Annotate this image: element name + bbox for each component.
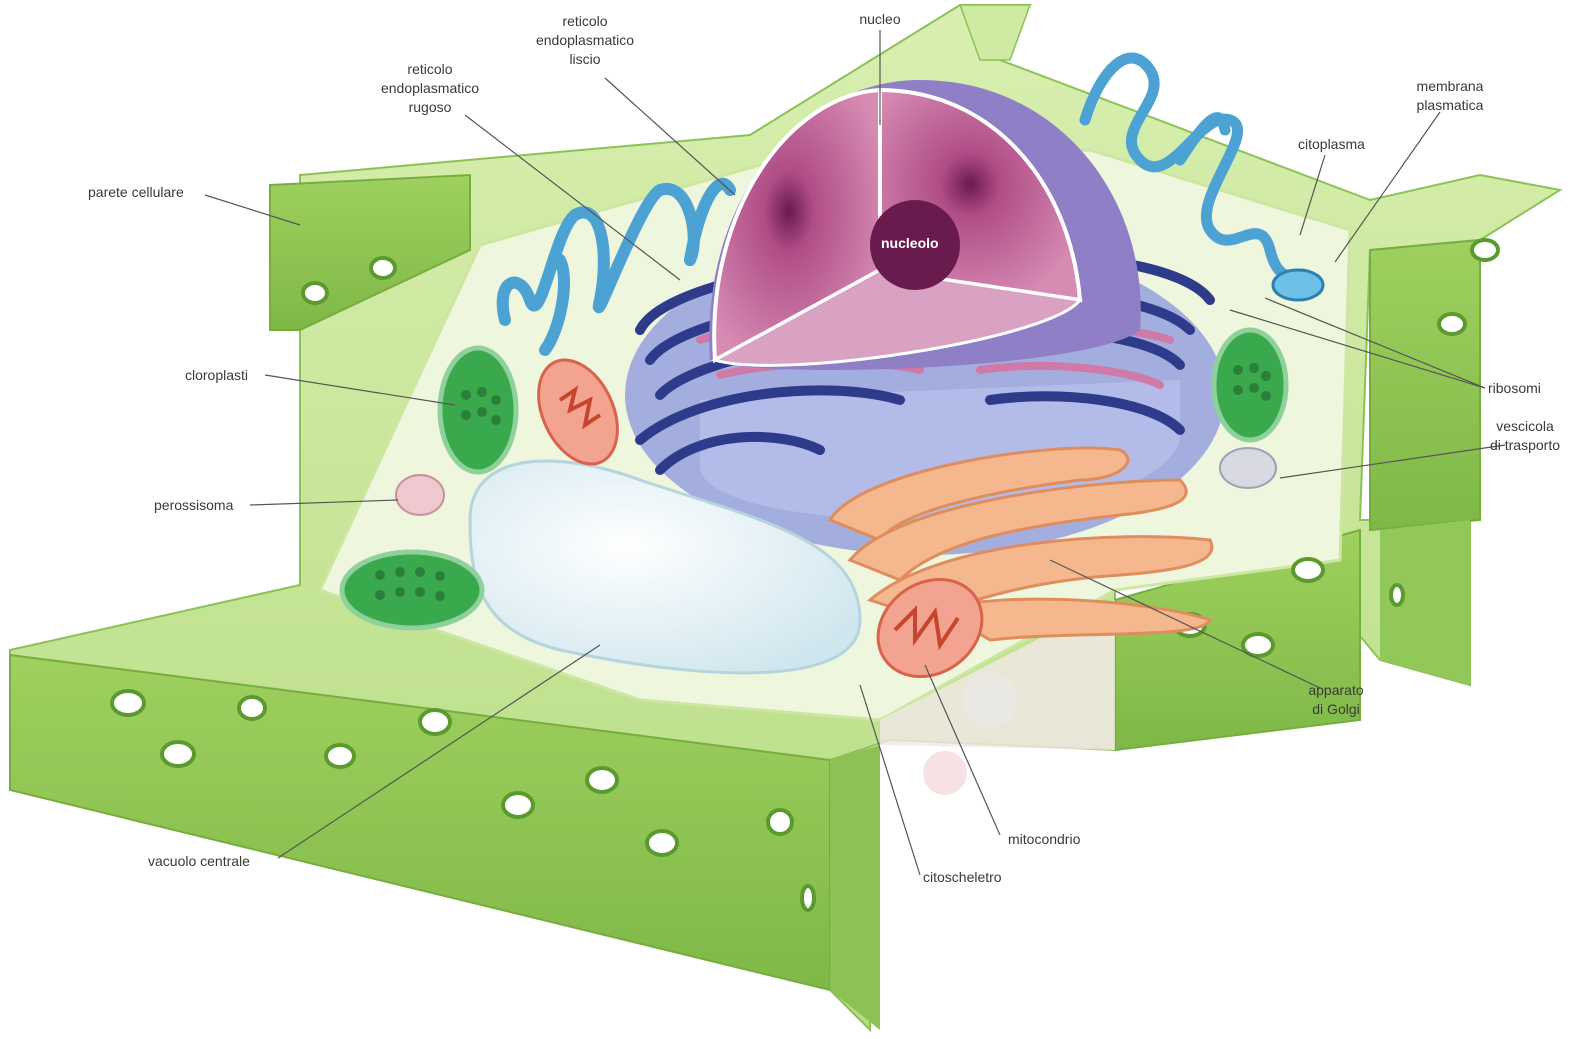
label-ribosomi: ribosomi xyxy=(1488,379,1541,398)
label-reticolo-liscio: reticolo endoplasmatico liscio xyxy=(515,12,655,69)
label-membrana-line2: plasmatica xyxy=(1395,96,1505,115)
label-citoscheletro: citoscheletro xyxy=(923,868,1002,887)
label-reticolo-rugoso-line2: endoplasmatico xyxy=(360,79,500,98)
transport-vesicle xyxy=(1220,448,1276,488)
label-reticolo-liscio-line1: reticolo xyxy=(515,12,655,31)
label-nucleo: nucleo xyxy=(845,10,915,29)
label-perossisoma: perossisoma xyxy=(154,496,233,515)
label-reticolo-liscio-line2: endoplasmatico xyxy=(515,31,655,50)
label-vescicola-line2: di trasporto xyxy=(1476,436,1574,455)
label-membrana-plasmatica: membrana plasmatica xyxy=(1395,77,1505,115)
label-mitocondrio: mitocondrio xyxy=(1008,830,1080,849)
label-citoplasma: citoplasma xyxy=(1298,135,1365,154)
label-apparato-line2: di Golgi xyxy=(1296,700,1376,719)
label-reticolo-rugoso-line3: rugoso xyxy=(360,98,500,117)
label-membrana-line1: membrana xyxy=(1395,77,1505,96)
label-parete-cellulare: parete cellulare xyxy=(88,183,184,202)
label-vacuolo-centrale: vacuolo centrale xyxy=(148,852,250,871)
label-reticolo-liscio-line3: liscio xyxy=(515,50,655,69)
label-nucleolo: nucleolo xyxy=(881,235,939,251)
peroxisome xyxy=(396,475,444,515)
label-reticolo-rugoso-line1: reticolo xyxy=(360,60,500,79)
label-apparato-golgi: apparato di Golgi xyxy=(1296,681,1376,719)
label-reticolo-rugoso: reticolo endoplasmatico rugoso xyxy=(360,60,500,117)
label-cloroplasti: cloroplasti xyxy=(185,366,248,385)
label-apparato-line1: apparato xyxy=(1296,681,1376,700)
label-vescicola-line1: vescicola xyxy=(1476,417,1574,436)
label-vescicola-trasporto: vescicola di trasporto xyxy=(1476,417,1574,455)
